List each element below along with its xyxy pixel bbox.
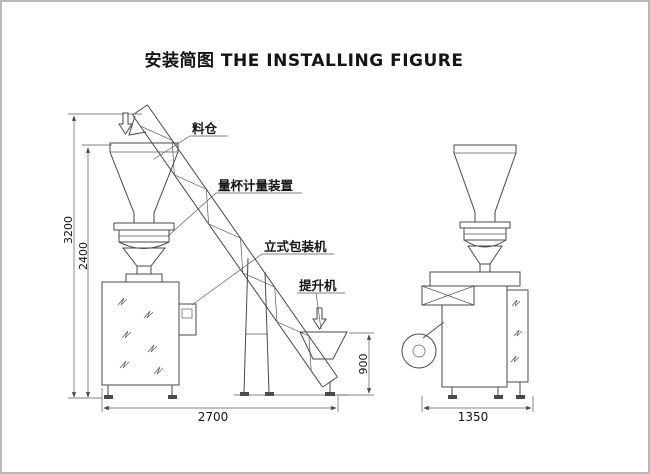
bag-mark: [513, 329, 523, 337]
bag-mark: [143, 310, 154, 319]
right-door-panel: [506, 289, 529, 383]
callout-vertical-packer: 立式包装机: [264, 239, 327, 254]
dim-machine-height: 2400: [77, 242, 90, 270]
machine-depth-dimension: 1350: [421, 396, 534, 424]
left-measuring-device: [113, 222, 175, 283]
film-roll: [401, 321, 445, 369]
dim-machine-depth: 1350: [458, 410, 489, 424]
control-screen: [181, 308, 193, 319]
bag-mark: [121, 330, 132, 339]
left-cabinet: [101, 281, 197, 386]
callouts: 料仓 量杯计量装置 立式包装机 提升机: [153, 121, 345, 330]
vibrating-feeder: [421, 285, 475, 306]
page-title: 安装简图 THE INSTALLING FIGURE: [145, 50, 464, 71]
bag-mark: [511, 299, 521, 307]
bag-mark: [117, 297, 128, 306]
left-machine: [101, 142, 197, 399]
right-machine: [401, 144, 529, 399]
elevator-inlet-dimension: 900: [338, 332, 374, 396]
control-box: [178, 303, 197, 336]
left-hopper: [109, 142, 179, 224]
layout-width-dimension: 2700: [101, 388, 339, 424]
left-height-dimensions: 3200 2400: [62, 113, 142, 399]
leader-hopper: [153, 135, 228, 160]
right-machine-feet: [448, 382, 525, 399]
callout-measuring-device: 量杯计量装置: [218, 178, 294, 193]
callout-elevator: 提升机: [299, 278, 337, 293]
bag-mark: [119, 360, 130, 369]
bag-mark: [510, 355, 520, 363]
discharge-spout: [128, 115, 147, 136]
elevator-inlet-hopper: [299, 331, 348, 360]
leader-vertical-packer: [191, 253, 334, 306]
conveyor-support: [240, 257, 274, 396]
platform: [429, 271, 521, 287]
leader-elevator: [297, 292, 345, 330]
truss-bracing: [140, 125, 312, 371]
dim-layout-width: 2700: [198, 410, 229, 424]
elevator-conveyor: [128, 104, 348, 396]
leader-measuring-device: [167, 192, 302, 237]
right-measuring-device: [459, 221, 511, 273]
dim-overall-height: 3200: [62, 216, 75, 244]
right-hopper: [453, 144, 517, 223]
bag-mark: [147, 344, 158, 353]
material-in-arrow-top: [118, 112, 133, 135]
dim-elevator-inlet-height: 900: [357, 354, 370, 375]
callout-hopper: 料仓: [192, 121, 218, 136]
bag-mark: [153, 366, 164, 375]
left-machine-feet: [104, 385, 177, 399]
